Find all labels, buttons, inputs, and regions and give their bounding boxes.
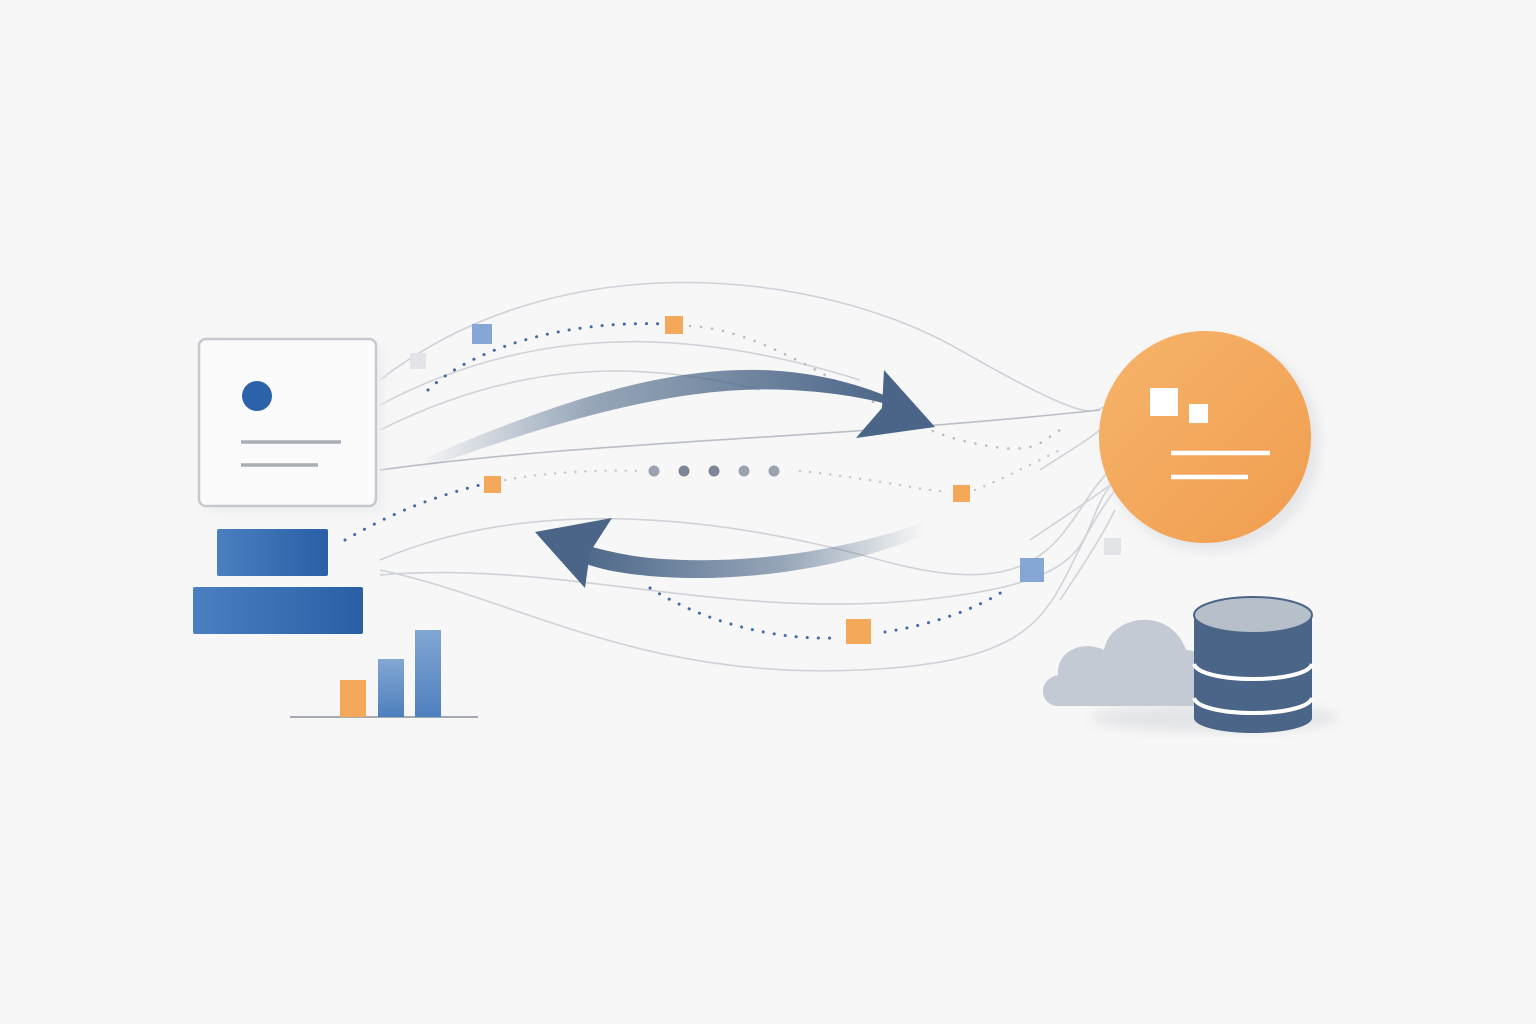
flow-line (1029, 484, 1111, 541)
center-dot (678, 465, 690, 477)
center-dot (648, 465, 660, 477)
chart-bar (340, 680, 366, 717)
chart-bar (415, 630, 441, 717)
return-arrow-body (575, 522, 925, 579)
data-packet-icon (846, 619, 871, 644)
dotted-path (648, 586, 837, 640)
data-packet-icon (953, 485, 970, 502)
data-packet-icon (1104, 538, 1121, 555)
document-card (197, 337, 378, 508)
flow-line (379, 489, 1116, 672)
stacked-blocks-icon (193, 529, 363, 634)
data-packet-icon (472, 324, 492, 344)
dotted-paths (343, 322, 1062, 640)
cloud-shape (1042, 619, 1213, 706)
chart-bar (378, 659, 404, 717)
block-bottom (193, 587, 363, 634)
flow-line (379, 479, 1116, 605)
arrow-right-icon (420, 369, 935, 470)
hub-square (1150, 388, 1178, 416)
hub-square-small (1189, 404, 1208, 423)
document-avatar (242, 381, 272, 411)
flow-line (1059, 509, 1116, 601)
data-packet-icon (1020, 558, 1044, 582)
return-arrow-head (535, 518, 612, 588)
dotted-path (503, 469, 642, 482)
block-top (217, 529, 328, 576)
data-packet-icon (665, 316, 683, 334)
center-dots (648, 465, 780, 477)
flow-line (379, 409, 1101, 471)
orange-hub-icon (1099, 331, 1320, 552)
dotted-path (343, 483, 482, 542)
right-node (1042, 331, 1340, 733)
dotted-path (688, 324, 1062, 450)
data-packet-icon (484, 476, 501, 493)
center-dot (768, 465, 780, 477)
dotted-path (798, 469, 950, 494)
arrow-left-icon (535, 518, 925, 588)
dotted-path (426, 322, 667, 392)
document-card-icon (197, 337, 382, 512)
flow-line (379, 281, 1111, 412)
left-node (193, 337, 478, 718)
bar-chart-icon (290, 630, 478, 718)
cloud-icon (1042, 619, 1213, 706)
forward-arrow-body (420, 369, 900, 470)
hub-circle (1099, 331, 1311, 543)
flow-line (1039, 424, 1106, 471)
forward-arrow-head (856, 370, 935, 438)
data-packet-icon (410, 353, 426, 369)
center-dot (738, 465, 750, 477)
dotted-path (973, 448, 1062, 492)
database-icon (1192, 596, 1314, 733)
center-dot (708, 465, 720, 477)
database-top (1194, 597, 1312, 633)
data-packets (410, 316, 1121, 644)
dotted-path (883, 588, 1007, 634)
